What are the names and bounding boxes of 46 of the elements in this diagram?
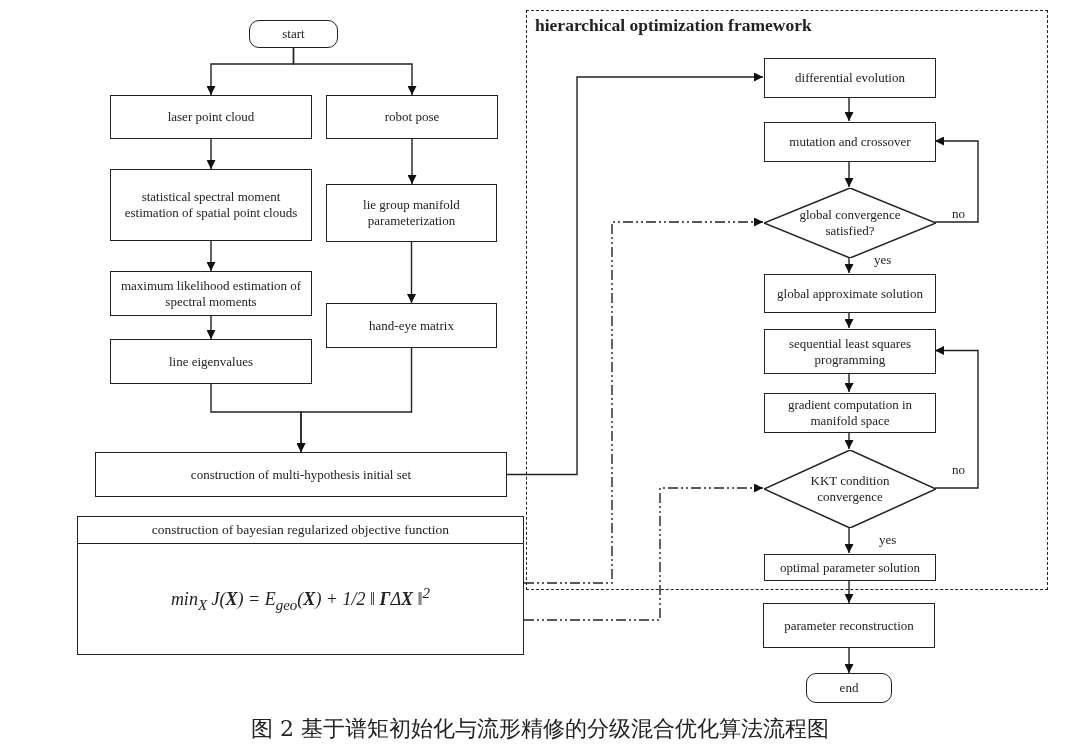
arrow	[934, 346, 979, 489]
arrow	[934, 136, 979, 223]
process-box: global approximate solution	[764, 274, 936, 313]
arrow	[523, 217, 764, 584]
arrow	[206, 138, 216, 170]
arrow	[844, 526, 854, 554]
arrow	[296, 347, 413, 453]
process-box: differential evolution	[764, 58, 936, 98]
process-box: maximum likelihood estimation of spectral moments	[110, 271, 312, 316]
arrow	[844, 256, 854, 274]
arrow	[844, 431, 854, 450]
arrow	[844, 96, 854, 122]
formula-panel	[77, 516, 524, 655]
process-box: hand-eye matrix	[326, 303, 497, 348]
process-box: statistical spectral moment estimation of spatial point clouds	[110, 169, 312, 241]
terminal-box: end	[806, 673, 892, 703]
process-box: lie group manifold parameterization	[326, 184, 497, 242]
group-title: hierarchical optimization framework	[535, 17, 812, 33]
dashed-group-frame	[526, 10, 1048, 590]
process-box: laser point cloud	[110, 95, 312, 139]
arrow	[844, 160, 854, 188]
arrow	[844, 311, 854, 329]
arrow	[206, 315, 216, 340]
process-box: parameter reconstruction	[763, 603, 935, 648]
decision-diamond: KKT condition convergence	[764, 450, 936, 528]
arrow	[506, 72, 764, 476]
decision-diamond: global convergence satisfied?	[764, 188, 936, 258]
process-box: gradient computation in manifold space	[764, 393, 936, 433]
terminal-box: start	[249, 20, 338, 48]
formula: min$_{X}$ J(X) = E$_{geo}$(X) + 1/2 ‖ ΓΔX ‖$^{2}$	[170, 585, 431, 613]
arrow	[844, 647, 854, 674]
arrow	[206, 240, 216, 272]
process-box: robot pose	[326, 95, 498, 139]
arrow	[407, 241, 416, 304]
caption: 图 2 基于谱矩初始化与流形精修的分级混合优化算法流程图	[250, 715, 830, 743]
process-box: line eigenvalues	[110, 339, 312, 384]
process-box: mutation and crossover	[764, 122, 936, 162]
arrow	[523, 483, 764, 621]
process-box: optimal parameter solution	[764, 554, 936, 581]
process-box: construction of multi-hypothesis initial set	[95, 452, 507, 497]
arrow	[407, 138, 417, 185]
process-box: sequential least squares programming	[764, 329, 936, 374]
arrow	[292, 47, 417, 96]
arrow	[844, 372, 854, 393]
arrow	[844, 579, 854, 604]
panel-header: construction of bayesian regularized objective function	[78, 517, 523, 544]
